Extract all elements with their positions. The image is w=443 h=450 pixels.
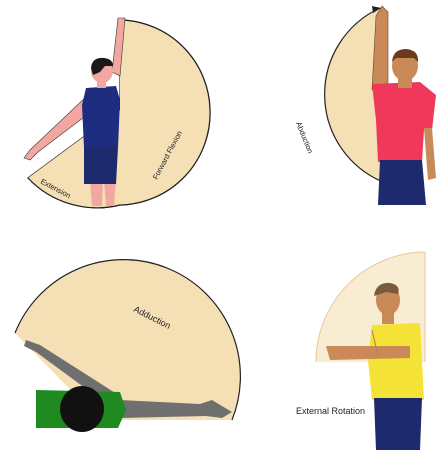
- forearm: [326, 346, 410, 360]
- panel-abduction: Abduction: [294, 6, 436, 205]
- pants-rotation: [374, 398, 422, 450]
- pants: [378, 160, 426, 205]
- torso-shirt: [82, 86, 120, 148]
- yellow-shirt: [368, 323, 424, 400]
- panel-external-rotation: External Rotation: [296, 252, 425, 450]
- shorts: [84, 147, 118, 184]
- label-abduction-top: Abduction: [294, 120, 315, 154]
- panel-flexion-extension: Extension Forward Flexion: [24, 18, 210, 208]
- hanging-arm: [424, 128, 436, 180]
- label-external-rotation: External Rotation: [296, 406, 365, 416]
- panel-adduction: Adduction: [15, 260, 240, 432]
- head-dark: [60, 386, 104, 432]
